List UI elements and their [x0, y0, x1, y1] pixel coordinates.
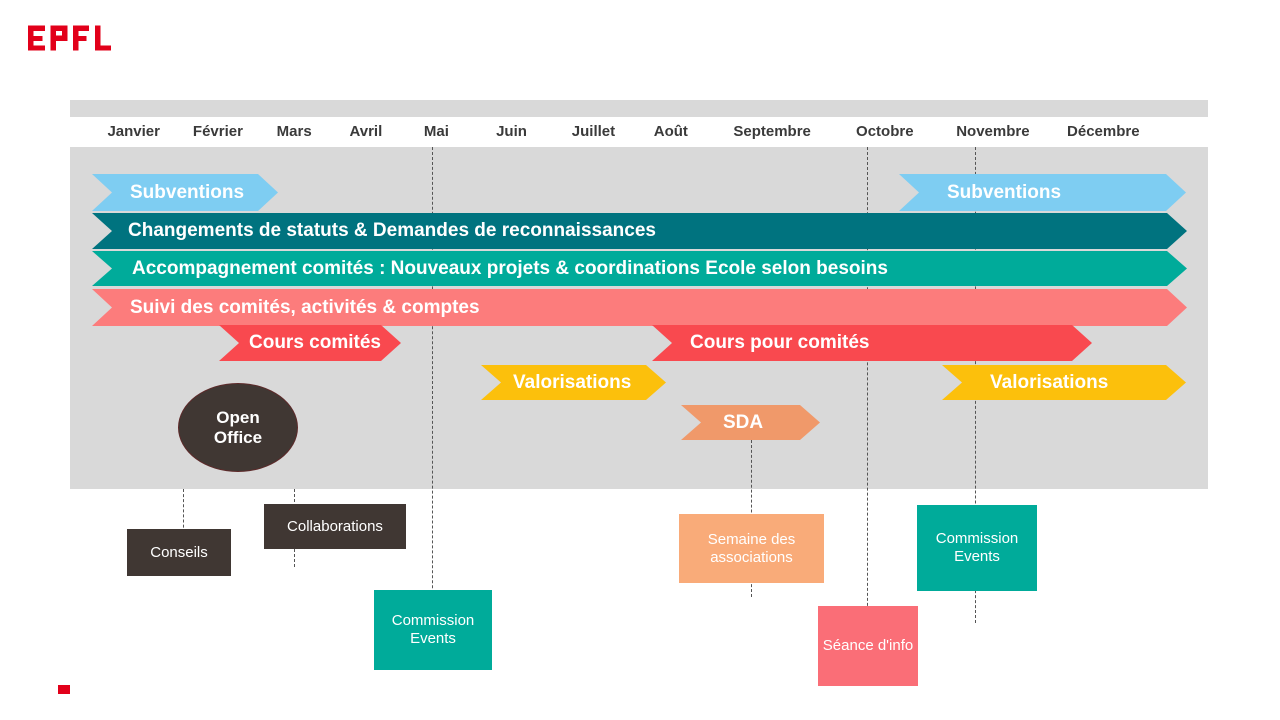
month-label-novembre: Novembre [956, 123, 1030, 140]
timeline-header-strip [70, 100, 1208, 117]
timeline-bar-changements-statuts[interactable]: Changements de statuts & Demandes de rec… [92, 213, 1187, 249]
month-label-avril: Avril [349, 123, 383, 140]
month-label-dcembre: Décembre [1067, 123, 1140, 140]
timeline-bar-label: Valorisations [990, 371, 1109, 393]
timeline-bar-label: Subventions [130, 181, 245, 203]
month-label-septembre: Septembre [733, 123, 811, 140]
timeline-bar-suivi-comites[interactable]: Suivi des comités, activités & comptes [92, 289, 1187, 326]
timeline-bar-label: Valorisations [513, 371, 632, 393]
month-axis: Janvier Février Mars Avril Mai Juin Juillet Aoû… [70, 117, 1208, 147]
month-label-fvrier: Février [192, 123, 243, 140]
callout-conseils[interactable]: Conseils [127, 529, 231, 576]
timeline-bar-valorisations-2[interactable]: Valorisations [942, 365, 1186, 400]
callout-label: Collaborations [287, 517, 383, 535]
milestone-label-line2: Office [213, 427, 263, 447]
red-accent-mark [58, 685, 70, 694]
callout-label: Séance d'info [822, 637, 914, 654]
callout-commission-events-mai[interactable]: Commission Events [374, 590, 492, 670]
timeline-bar-subventions-q4[interactable]: Subventions [899, 174, 1186, 211]
callout-commission-events-nov[interactable]: Commission Events [917, 505, 1037, 591]
month-label-octobre: Octobre [856, 123, 914, 140]
callout-collaborations[interactable]: Collaborations [264, 504, 406, 549]
callout-label: Semaine des associations [707, 530, 796, 566]
timeline-bar-cours-comites-1[interactable]: Cours comités [219, 325, 401, 361]
callout-label: Conseils [150, 543, 208, 561]
month-label-juin: Juin [496, 123, 527, 140]
timeline-bar-label: Subventions [947, 181, 1062, 203]
month-label-janvier: Janvier [107, 123, 160, 140]
month-label-mars: Mars [276, 123, 312, 140]
epfl-logo [28, 22, 118, 56]
timeline-bar-label: Suivi des comités, activités & comptes [130, 296, 480, 318]
month-label-mai: Mai [423, 123, 449, 140]
timeline-bar-accompagnement-comites[interactable]: Accompagnement comités : Nouveaux projet… [92, 251, 1187, 286]
callout-semaine-associations[interactable]: Semaine des associations [679, 514, 824, 583]
timeline-bar-valorisations-1[interactable]: Valorisations [481, 365, 666, 400]
timeline-bar-label: Accompagnement comités : Nouveaux projet… [132, 257, 888, 279]
callout-label: Commission Events [391, 612, 475, 647]
conn-seance-info [867, 147, 868, 686]
callout-seance-info[interactable]: Séance d'info [818, 606, 918, 686]
timeline-bar-label: Changements de statuts & Demandes de rec… [128, 220, 656, 241]
timeline-bar-cours-pour-comites[interactable]: Cours pour comités [652, 325, 1092, 361]
callout-label: Commission Events [935, 530, 1019, 565]
milestone-label-line1: Open [216, 407, 260, 427]
conn-commission-events-mai [432, 147, 433, 643]
timeline-bar-label: Cours pour comités [690, 332, 870, 353]
month-label-juillet: Juillet [571, 123, 616, 140]
timeline-bar-label: Cours comités [249, 332, 381, 353]
timeline-bar-label: SDA [723, 411, 764, 433]
timeline-bar-sda[interactable]: SDA [681, 405, 820, 440]
timeline-bar-subventions-q1[interactable]: Subventions [92, 174, 278, 211]
conn-conseils [183, 489, 184, 553]
month-label-aot: Août [653, 123, 688, 140]
